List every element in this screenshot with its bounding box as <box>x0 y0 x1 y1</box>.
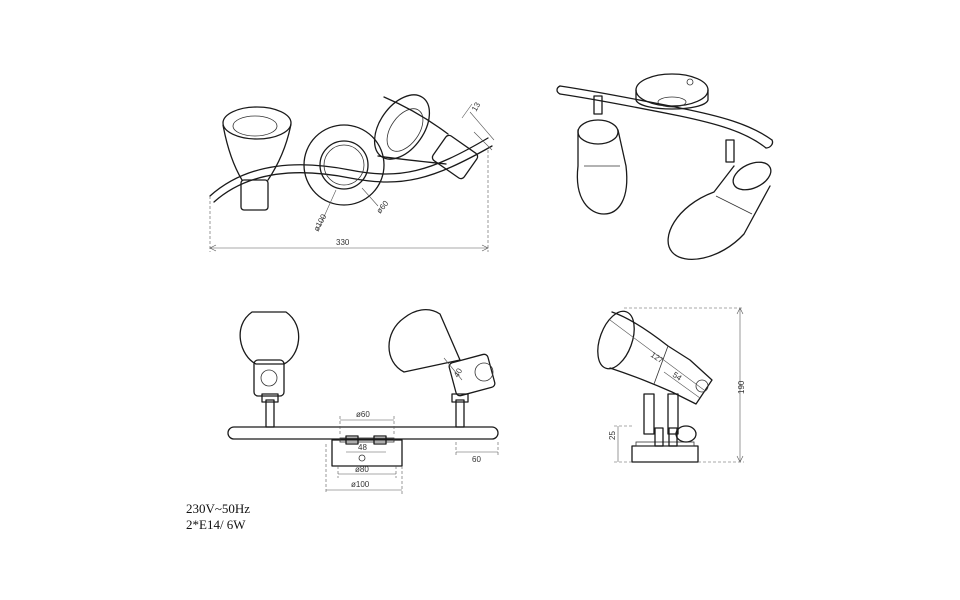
dim-plate-top-label: ø60 <box>356 410 370 419</box>
front-bar <box>227 426 499 440</box>
perspective-view <box>556 73 774 260</box>
bulb-spec: 2*E14/ 6W <box>186 517 246 532</box>
spotlight-right <box>373 94 479 180</box>
front-base-plate <box>331 439 403 467</box>
dim-slot-label: 48 <box>358 443 367 452</box>
base-rose-inner <box>319 140 369 190</box>
perspective-spotlight-right <box>667 161 772 260</box>
front-view: ø60 48 ø80 ø100 40 60 <box>227 308 499 494</box>
side-base <box>631 445 699 463</box>
front-spotlight-right <box>388 308 496 397</box>
top-view: 330 ø100 ø60 13 <box>209 94 495 252</box>
side-view: 190 127 54 25 <box>597 307 746 463</box>
dim-plate-mid-label: ø80 <box>355 465 369 474</box>
dim-height-label: 190 <box>737 380 746 394</box>
dim-shade-length-label: 127 <box>649 350 666 365</box>
dim-end-cap-label: 60 <box>472 455 481 464</box>
dim-width-label: 330 <box>336 238 350 247</box>
perspective-spotlight-left <box>576 119 628 215</box>
dim-base-inner-label: ø60 <box>375 199 391 216</box>
side-spotlight <box>597 310 713 405</box>
specifications: 230V~50Hz 2*E14/ 6W <box>186 501 250 533</box>
dim-arm-label: 13 <box>470 100 483 113</box>
voltage-spec: 230V~50Hz <box>186 501 251 516</box>
dim-base-outer-label: ø100 <box>312 212 329 233</box>
dim-holder-length-label: 54 <box>671 370 684 383</box>
front-spotlight-left <box>239 311 300 397</box>
dim-shade-neck-label: 40 <box>452 366 465 379</box>
dim-plate-outer-label: ø100 <box>351 480 370 489</box>
base-rose-outer <box>303 124 385 206</box>
spotlight-left <box>222 106 292 211</box>
dim-base-height-label: 25 <box>608 431 617 440</box>
